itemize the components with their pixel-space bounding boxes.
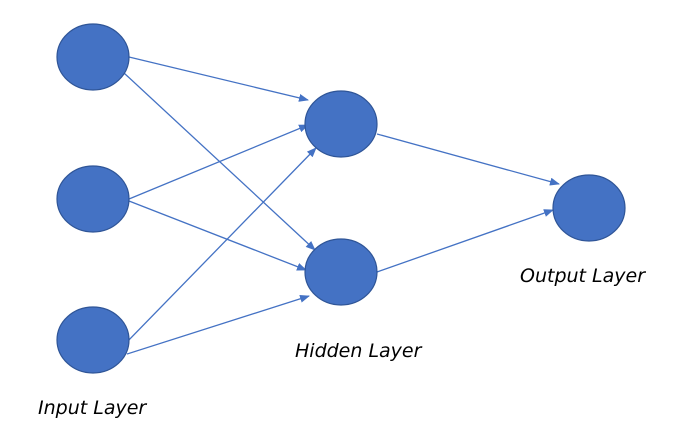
- input-layer-label: Input Layer: [38, 397, 147, 419]
- edge-input3-hidden1: [125, 147, 317, 344]
- edge-input2-hidden1: [128, 124, 309, 200]
- output-layer-label: Output Layer: [520, 265, 646, 287]
- hidden-node-1: [304, 90, 378, 158]
- edge-hidden2-output: [376, 209, 554, 273]
- input-node-3: [56, 306, 130, 374]
- input-node-2: [56, 165, 130, 233]
- edge-input2-hidden2: [128, 200, 307, 271]
- input-node-1: [56, 23, 130, 91]
- edge-input1-hidden1: [128, 56, 309, 102]
- edge-input3-hidden2: [126, 294, 310, 355]
- edge-hidden1-output: [376, 133, 560, 186]
- hidden-node-2: [304, 238, 378, 306]
- hidden-layer-label: Hidden Layer: [295, 340, 423, 362]
- output-node: [552, 174, 626, 242]
